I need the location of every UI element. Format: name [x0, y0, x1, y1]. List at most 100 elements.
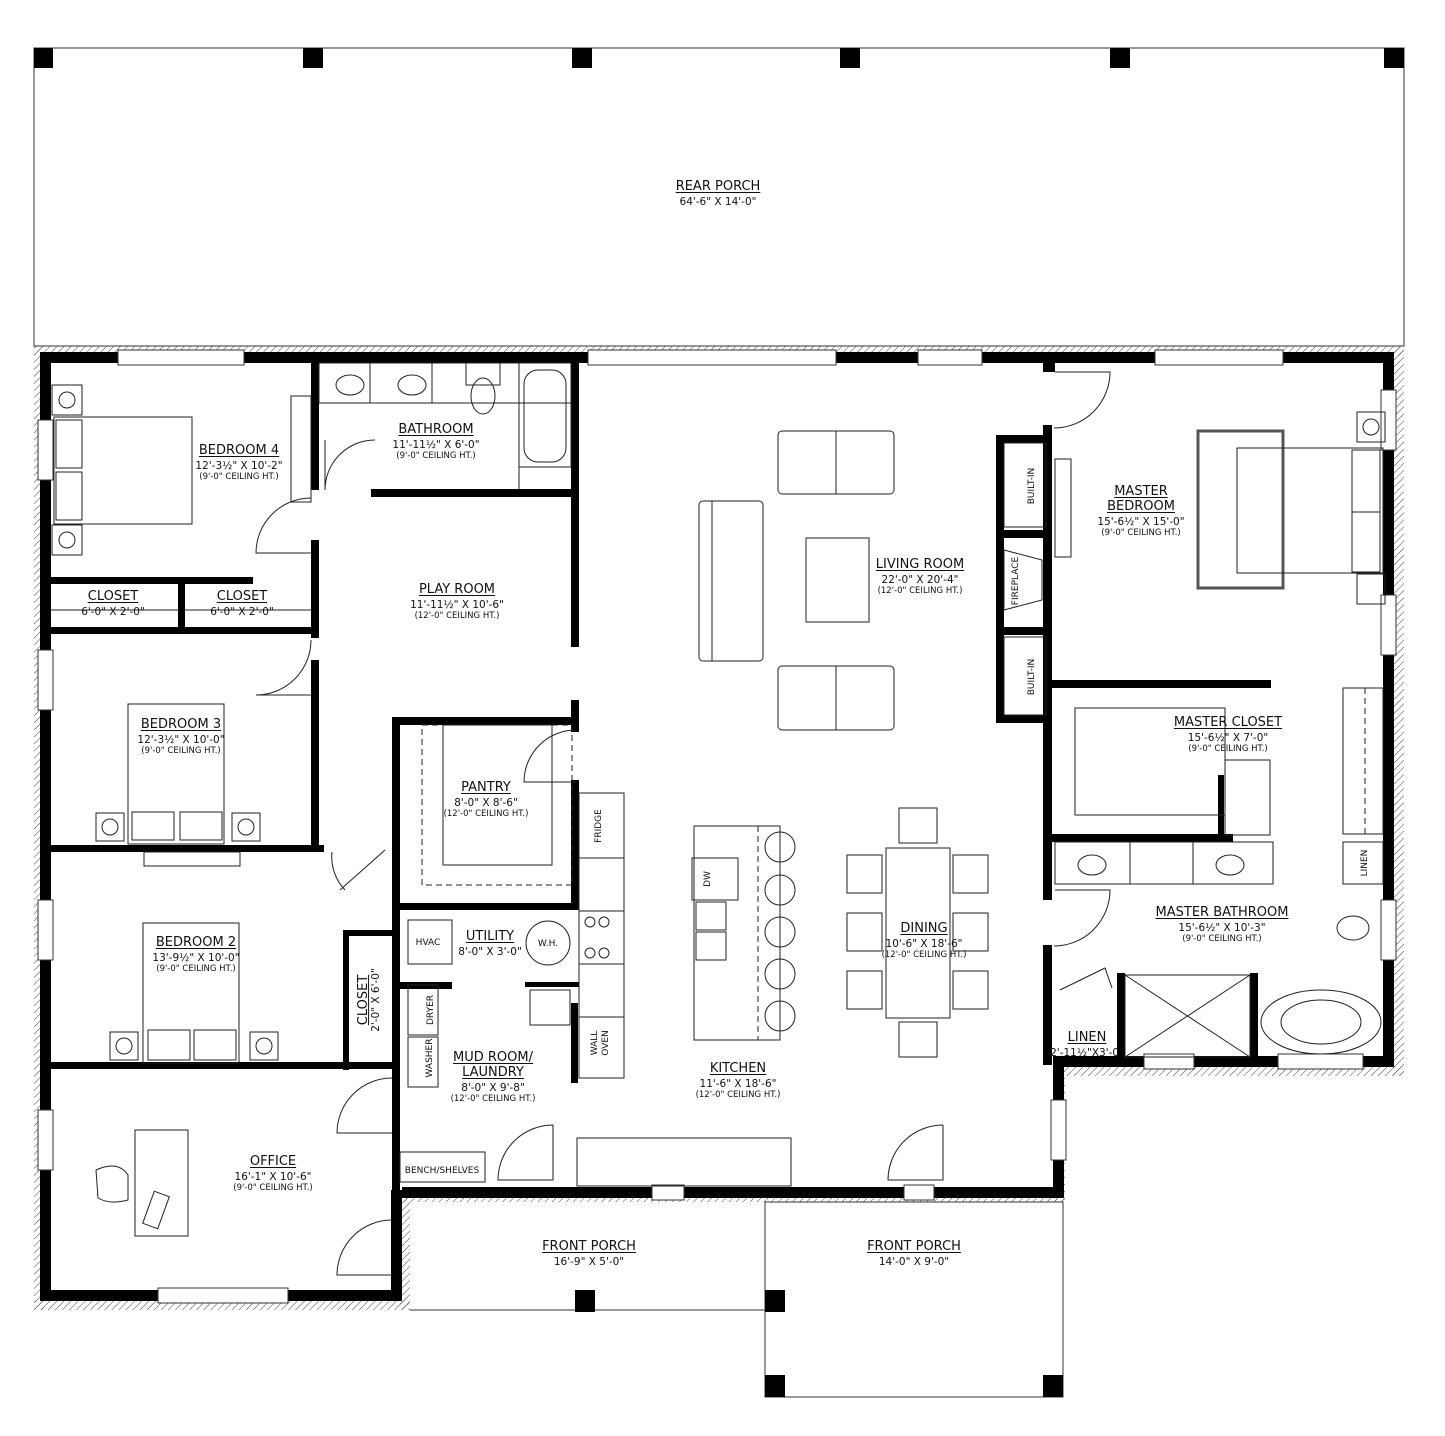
room-size: 15'-6½" X 15'-0" [1097, 515, 1185, 528]
room-name: FRONT PORCH [542, 1239, 636, 1254]
room-ceiling: (9'-0" CEILING HT.) [141, 746, 221, 756]
built-in-lower-label: BUILT-IN [1027, 658, 1037, 696]
room-size: 6'-0" X 2'-0" [81, 605, 145, 618]
room-ceiling: (9'-0" CEILING HT.) [199, 472, 279, 482]
room-play-room: PLAY ROOM 11'-11½" X 10'-6" (12'-0" CEIL… [410, 582, 504, 622]
room-size: 2'-11½"X3'-0" [1050, 1046, 1124, 1059]
linen-cabinet-label: LINEN [1360, 849, 1370, 877]
bed-furniture [51, 384, 1386, 1064]
room-name: CLOSET [216, 589, 268, 604]
room-name: CLOSET [87, 589, 139, 604]
room-front-porch-a: FRONT PORCH 16'-9" X 5'-0" [542, 1239, 636, 1268]
room-name: UTILITY [465, 929, 515, 944]
kitchen-fixtures [407, 792, 989, 1187]
room-size: 12'-3½" X 10'-0" [137, 733, 225, 746]
room-size: 11'-6" X 18'-6" [699, 1077, 777, 1090]
room-name: BEDROOM 2 [155, 935, 237, 950]
room-kitchen: KITCHEN 11'-6" X 18'-6" (12'-0" CEILING … [695, 1061, 781, 1101]
room-office: OFFICE 16'-1" X 10'-6" (9'-0" CEILING HT… [233, 1154, 313, 1194]
fireplace-label: FIREPLACE [1011, 556, 1021, 606]
room-ceiling: (9'-0" CEILING HT.) [1182, 934, 1262, 944]
room-name: BEDROOM 3 [140, 717, 222, 732]
room-rear-porch: REAR PORCH 64'-6" X 14'-0" [675, 179, 761, 208]
room-name: BEDROOM 4 [198, 443, 280, 458]
room-ceiling: (9'-0" CEILING HT.) [1188, 744, 1268, 754]
room-name: PLAY ROOM [418, 582, 496, 597]
room-size: 16'-1" X 10'-6" [234, 1170, 312, 1183]
room-size: 2'-0" X 6'-0" [370, 968, 383, 1032]
room-size: 64'-6" X 14'-0" [679, 195, 757, 208]
room-master-bathroom: MASTER BATHROOM 15'-6½" X 10'-3" (9'-0" … [1155, 905, 1289, 945]
room-ceiling: (9'-0" CEILING HT.) [1101, 527, 1181, 538]
washer-label: WASHER [425, 1038, 435, 1078]
room-size: 10'-6" X 18'-6" [885, 937, 963, 950]
room-front-porch-b: FRONT PORCH 14'-0" X 9'-0" [867, 1239, 961, 1268]
wall-oven-label-2: OVEN [601, 1030, 611, 1056]
room-name: OFFICE [249, 1154, 297, 1169]
closet-shelving [51, 609, 1384, 1183]
master-bath-fixtures [1054, 841, 1382, 1058]
doors [255, 371, 1113, 1276]
water-heater-label: W.H. [537, 939, 559, 949]
room-name: DINING [900, 921, 948, 936]
room-size: 14'-0" X 9'-0" [878, 1255, 950, 1268]
room-name: LIVING ROOM [875, 557, 965, 572]
room-bathroom: BATHROOM 11'-11½" X 6'-0" (9'-0" CEILING… [392, 422, 479, 462]
room-name: REAR PORCH [675, 179, 761, 194]
room-ceiling: (12'-0" CEILING HT.) [881, 950, 967, 960]
room-ceiling: (12'-0" CEILING HT.) [450, 1093, 536, 1104]
room-name-2: BEDROOM [1107, 498, 1175, 514]
dishwasher-label: DW [703, 871, 713, 887]
room-ceiling: (12'-0" CEILING HT.) [695, 1090, 781, 1100]
fridge-label: FRIDGE [594, 809, 604, 843]
room-size: 13'-9½" X 10'-0" [152, 951, 240, 964]
room-size: 6'-0" X 2'-0" [210, 605, 274, 618]
room-name-2: LAUNDRY [462, 1064, 524, 1080]
room-living-room: LIVING ROOM 22'-0" X 20'-4" (12'-0" CEIL… [875, 557, 965, 597]
room-closet-a: CLOSET 6'-0" X 2'-0" [81, 589, 145, 618]
room-size: 8'-0" X 3'-0" [458, 945, 522, 958]
wall-oven-label-1: WALL [590, 1030, 600, 1056]
room-bedroom-3: BEDROOM 3 12'-3½" X 10'-0" (9'-0" CEILIN… [137, 717, 225, 757]
room-ceiling: (9'-0" CEILING HT.) [156, 964, 236, 974]
room-closet-b: CLOSET 6'-0" X 2'-0" [210, 589, 274, 618]
hvac-label: HVAC [415, 938, 441, 948]
room-ceiling: (12'-0" CEILING HT.) [414, 611, 500, 621]
room-ceiling: (9'-0" CEILING HT.) [396, 451, 476, 461]
front-porch [410, 1201, 1064, 1398]
room-name: MASTER CLOSET [1173, 715, 1283, 730]
room-size: 12'-3½" X 10'-2" [195, 459, 283, 472]
room-bedroom-4: BEDROOM 4 12'-3½" X 10'-2" (9'-0" CEILIN… [195, 443, 283, 483]
room-pantry: PANTRY 8'-0" X 8'-6" (12'-0" CEILING HT.… [443, 780, 529, 820]
room-name: KITCHEN [709, 1061, 767, 1076]
room-mud-room: MUD ROOM/ LAUNDRY 8'-0" X 9'-8" (12'-0" … [450, 1050, 536, 1105]
room-name: PANTRY [461, 780, 511, 795]
room-master-bedroom: MASTER BEDROOM 15'-6½" X 15'-0" (9'-0" C… [1097, 484, 1185, 539]
room-name: MASTER [1114, 484, 1168, 499]
room-utility: UTILITY 8'-0" X 3'-0" [458, 929, 522, 958]
bathroom-fixtures [318, 362, 572, 489]
room-name: MASTER BATHROOM [1155, 905, 1289, 920]
room-size: 22'-0" X 20'-4" [881, 573, 959, 586]
room-ceiling: (12'-0" CEILING HT.) [877, 586, 963, 596]
living-furniture [698, 430, 1072, 731]
room-name: FRONT PORCH [867, 1239, 961, 1254]
room-ceiling: (12'-0" CEILING HT.) [443, 809, 529, 819]
room-bedroom-2: BEDROOM 2 13'-9½" X 10'-0" (9'-0" CEILIN… [152, 935, 240, 975]
room-size: 11'-11½" X 10'-6" [410, 598, 504, 611]
room-linen: LINEN 2'-11½"X3'-0" [1050, 1030, 1124, 1059]
dryer-label: DRYER [426, 994, 436, 1026]
room-name: MUD ROOM/ [453, 1050, 533, 1065]
room-size: 8'-0" X 8'-6" [454, 796, 518, 809]
room-name: LINEN [1067, 1030, 1107, 1045]
windows [37, 349, 1397, 1304]
room-size: 8'-0" X 9'-8" [461, 1081, 525, 1094]
office-furniture [95, 1129, 189, 1237]
room-ceiling: (9'-0" CEILING HT.) [233, 1183, 313, 1193]
room-name: CLOSET [356, 974, 372, 1026]
room-size: 16'-9" X 5'-0" [553, 1255, 625, 1268]
room-size: 15'-6½" X 7'-0" [1187, 731, 1269, 744]
room-name: BATHROOM [398, 422, 474, 437]
bench-shelves-label: BENCH/SHELVES [404, 1166, 480, 1176]
